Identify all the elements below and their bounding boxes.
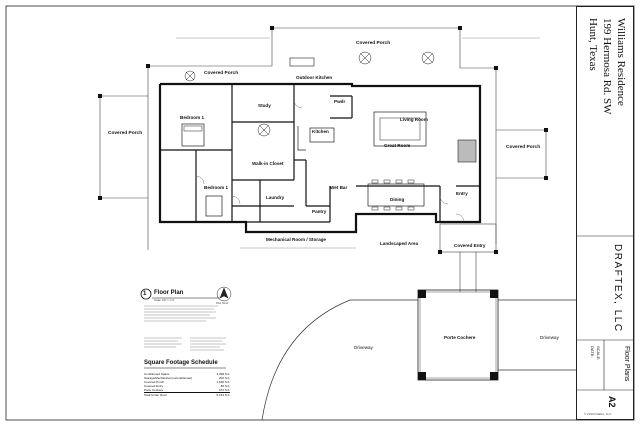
- copyright: © 2013 Draftex, LLC: [584, 412, 612, 416]
- title-block: [576, 6, 634, 420]
- room-label-landscaped-area: Landscaped Area: [380, 241, 419, 246]
- project-city: Hunt, Texas: [587, 18, 599, 71]
- room-label-porte-cochere: Porte Cochere: [444, 335, 476, 340]
- schedule-row: Covered Porch 1,166 S.F.: [144, 380, 230, 384]
- room-label-outdoor-kitchen: Outdoor Kitchen: [296, 75, 333, 80]
- plan-title: Floor Plan: [154, 290, 184, 296]
- room-label-walkin-closet: Walk-in Closet: [252, 161, 284, 166]
- room-label-kitchen: Kitchen: [312, 129, 329, 134]
- schedule-title: Square Footage Schedule: [144, 360, 218, 366]
- schedule-total-row: Total Under Roof 5,164 S.F.: [144, 392, 230, 398]
- room-label-covered-porch-upper-left: Covered Porch: [204, 71, 239, 76]
- room-label-living-room: Living Room: [400, 117, 428, 122]
- schedule-total-label: Total Under Roof: [144, 393, 167, 397]
- schedule-row-label: Covered Entry: [144, 384, 164, 388]
- schedule-row: Covered Entry 86 S.F.: [144, 384, 230, 388]
- schedule-row-value: 202 S.F.: [218, 376, 230, 380]
- north-label: Plan North: [216, 302, 229, 305]
- plan-scale: Scale: 1/8" = 1'-0": [154, 299, 175, 302]
- room-label-covered-entry: Covered Entry: [454, 243, 486, 248]
- room-label-laundry: Laundry: [266, 195, 285, 200]
- schedule-row-value: 3,038 S.F.: [216, 372, 230, 376]
- room-label-entry: Entry: [456, 191, 468, 196]
- room-label-study: Study: [258, 103, 271, 108]
- label-driveway-left: Driveway: [354, 345, 373, 350]
- scale-label: SCALE:: [596, 346, 601, 361]
- sheet-number: A2: [607, 396, 617, 408]
- project-address: 199 Hermosa Rd. SW: [601, 18, 613, 115]
- room-label-covered-porch-top: Covered Porch: [356, 41, 391, 46]
- schedule-row-value: 1,166 S.F.: [216, 380, 230, 384]
- schedule-total-value: 5,164 S.F.: [216, 393, 230, 397]
- schedule-row-label: Covered Porch: [144, 380, 165, 384]
- schedule-row-label: Porte Cochere: [144, 388, 164, 392]
- date-label: DATE:: [590, 346, 595, 358]
- sheet-title: Floor Plans: [623, 346, 630, 382]
- schedule-row: Porte Cochere 672 S.F.: [144, 388, 230, 392]
- plan-number: 1: [143, 291, 147, 297]
- schedule-row: Storage/Mechanical (unconditioned) 202 S…: [144, 376, 230, 380]
- room-label-dining: Dining: [390, 197, 405, 202]
- room-label-powder: Pwdr: [334, 99, 346, 104]
- room-label-bedroom-2: Bedroom 1: [204, 185, 228, 190]
- room-label-covered-porch-right: Covered Porch: [506, 145, 541, 150]
- firm-name: DRAFTEX, LLC: [612, 244, 623, 333]
- schedule-row-value: 86 S.F.: [220, 384, 230, 388]
- schedule-row-label: Conditioned Space: [144, 372, 170, 376]
- schedule-row-label: Storage/Mechanical (unconditioned): [144, 376, 193, 380]
- room-label-mechanical: Mechanical Room / Storage: [266, 237, 326, 242]
- project-name: Williams Residence: [615, 18, 627, 106]
- room-label-pantry: Pantry: [312, 209, 327, 214]
- room-label-bedroom-1: Bedroom 1: [180, 115, 204, 120]
- schedule-row: Conditioned Space 3,038 S.F.: [144, 372, 230, 376]
- schedule-table: Conditioned Space 3,038 S.F. Storage/Mec…: [144, 372, 230, 398]
- room-label-covered-porch-left: Covered Porch: [108, 131, 143, 136]
- label-driveway-right: Driveway: [540, 335, 559, 340]
- schedule-row-value: 672 S.F.: [218, 388, 230, 392]
- room-label-great-room: Great Room: [384, 143, 411, 148]
- room-label-wet-bar: Wet Bar: [330, 185, 348, 190]
